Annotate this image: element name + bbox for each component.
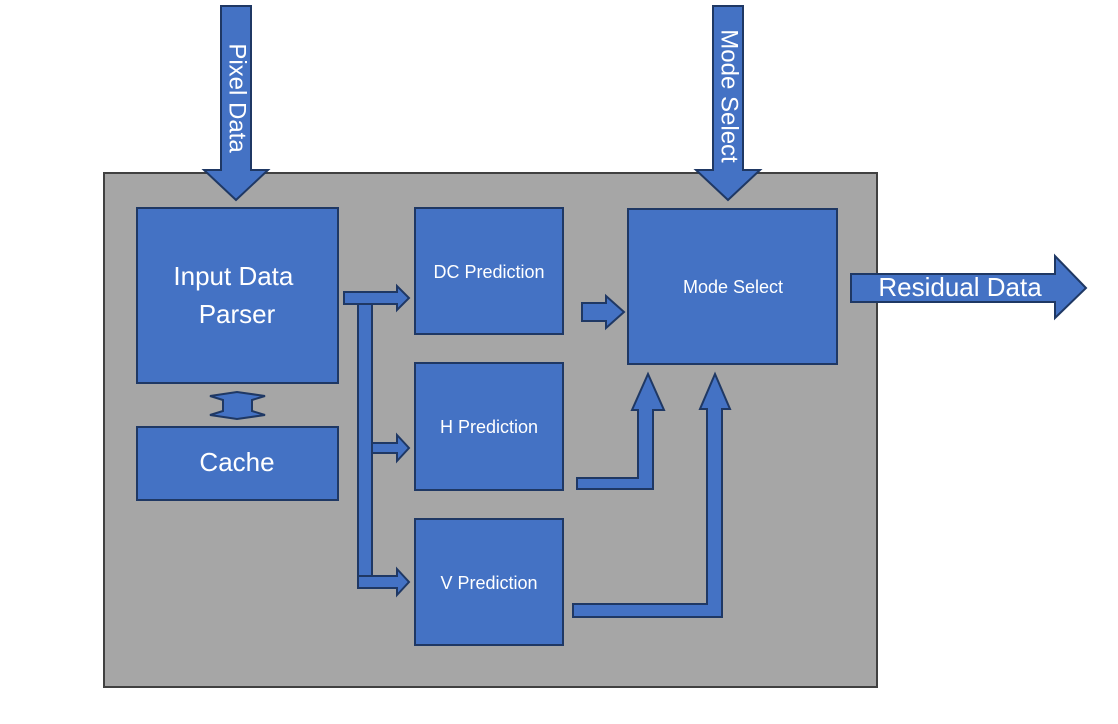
dc-prediction-label: DC Prediction (433, 262, 544, 282)
fanout-bus (357, 303, 373, 577)
input-data-parser-line1: Input Data (173, 261, 294, 291)
mode-select-input-label: Mode Select (716, 29, 743, 163)
h-to-mode-select-arrow (576, 371, 666, 490)
parser-cache-bidirectional-arrow (209, 390, 266, 421)
mode-select-input-arrow (693, 5, 763, 202)
pixel-data-arrow (201, 5, 271, 202)
parser-to-h-arrow (371, 432, 411, 464)
h-prediction-block (414, 362, 564, 491)
mode-select-block-label: Mode Select (683, 277, 783, 297)
input-data-parser-block (136, 207, 339, 384)
dc-prediction-block (414, 207, 564, 335)
v-prediction-label: V Prediction (440, 573, 537, 593)
residual-data-arrow (850, 253, 1088, 321)
cache-label: Cache (199, 447, 274, 477)
mode-select-block (627, 208, 838, 365)
cache-block (136, 426, 339, 501)
input-data-parser-line2: Parser (199, 299, 276, 329)
v-prediction-block (414, 518, 564, 646)
pixel-data-label: Pixel Data (224, 43, 251, 153)
input-data-parser-label: Input Data Parser (173, 261, 300, 329)
parser-to-v-arrow (357, 566, 411, 598)
h-prediction-label: H Prediction (440, 417, 538, 437)
dc-to-mode-select-arrow (581, 293, 626, 331)
residual-data-label: Residual Data (878, 272, 1042, 302)
v-to-mode-select-arrow (572, 371, 732, 618)
